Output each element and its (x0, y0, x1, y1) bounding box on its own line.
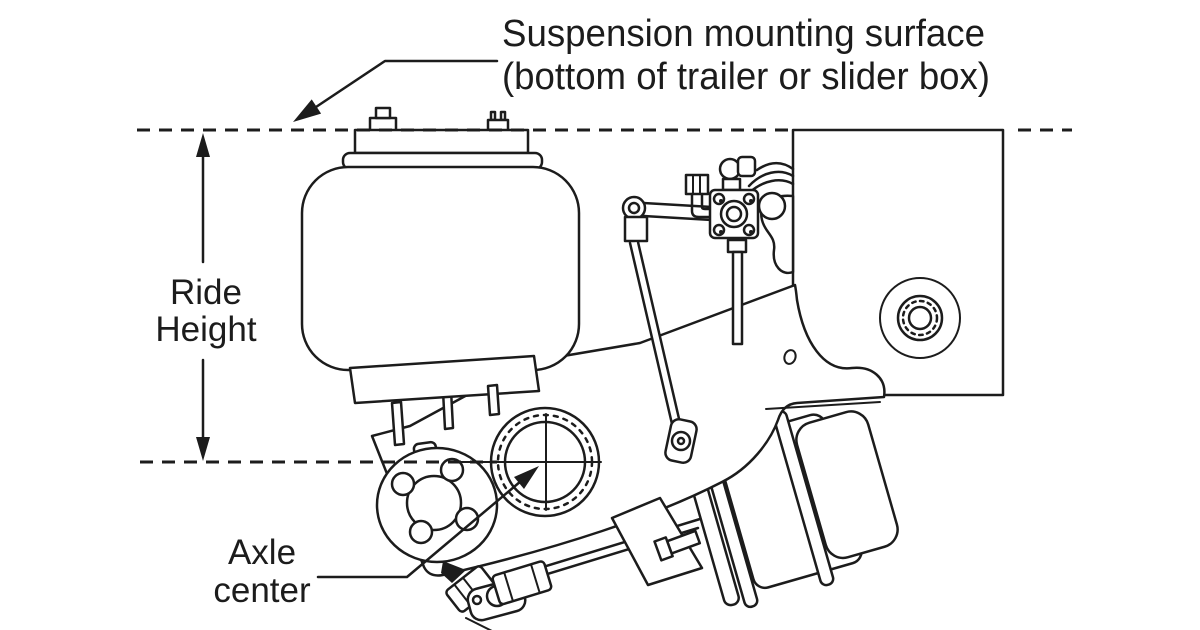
air-spring-bellows (300, 165, 581, 372)
brake-flange (375, 446, 499, 564)
valve-screw (742, 192, 756, 206)
axle-center-label-line1: Axle (228, 533, 296, 572)
air-hose (747, 170, 795, 188)
leader-arrowhead-icon (293, 99, 322, 122)
valve-screw (712, 223, 726, 237)
ride-height-dimension: Ride Height (155, 133, 257, 461)
air-hose (755, 161, 795, 172)
linkage-rod (636, 240, 682, 425)
air-spring (300, 106, 581, 447)
valve-screw (712, 192, 726, 206)
clevis-dark-wedge (441, 561, 466, 583)
chamber-mount-bracket (610, 496, 704, 587)
valve-drain-tube (731, 250, 744, 346)
air-spring-top-plate (353, 128, 530, 155)
ride-height-label-line2: Height (155, 310, 256, 349)
valve-left-fitting (684, 173, 710, 196)
arrow-down-icon (196, 437, 210, 461)
axle-center-label-line2: center (213, 571, 311, 610)
height-control-valve (621, 155, 760, 465)
valve-screw (742, 223, 756, 237)
leader-arrowhead-icon (514, 466, 539, 489)
mounting-surface-label-line2: (bottom of trailer or slider box) (502, 56, 990, 98)
pivot-bushing (879, 277, 961, 359)
axle-tube (459, 406, 602, 518)
axle-center-callout: Axle center (213, 466, 539, 610)
lever-ball-joint (621, 195, 647, 221)
mounting-surface-label-line1: Suspension mounting surface (502, 13, 985, 55)
valve-drain-fitting (726, 238, 748, 254)
ride-height-label-line1: Ride (170, 273, 242, 312)
mounting-surface-callout: Suspension mounting surface (bottom of t… (293, 13, 990, 122)
valve-port (719, 199, 749, 229)
arrow-up-icon (196, 133, 210, 157)
linkage-rod (628, 241, 674, 426)
hanger-bracket (791, 128, 1005, 397)
push-rod-clevis (441, 560, 553, 630)
